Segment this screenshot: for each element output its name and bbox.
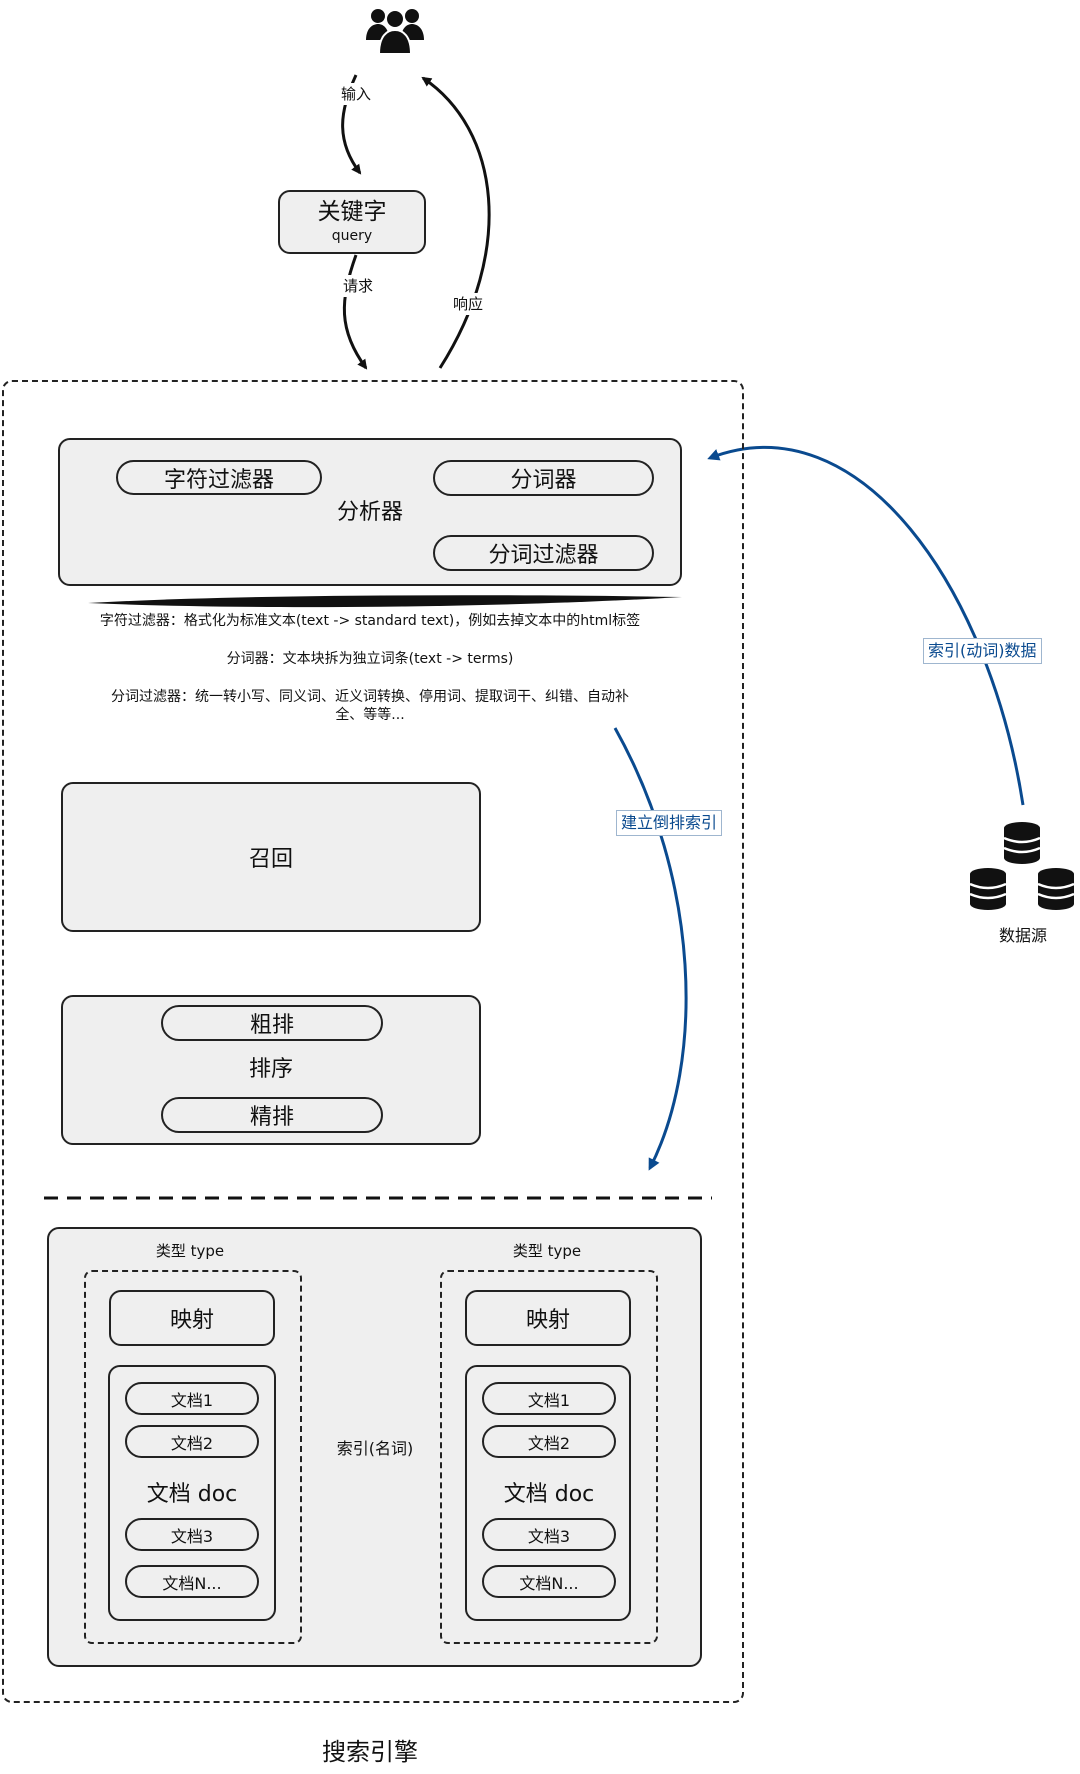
mapping-box: 映射 <box>109 1290 275 1346</box>
request-label: 请求 <box>340 275 377 297</box>
request-arrow <box>342 254 368 370</box>
database-icon <box>969 822 1076 914</box>
recall-box: 召回 <box>61 782 481 932</box>
doc-title: 文档 doc <box>146 1482 238 1507</box>
search-engine-container <box>2 380 744 1703</box>
tokenizer-label: 分词器 <box>510 468 577 493</box>
doc-item: 文档2 <box>482 1425 616 1458</box>
desc-token-filter-2: 全、等等... <box>335 707 405 723</box>
doc-item: 文档N... <box>482 1565 616 1598</box>
build-index-label: 建立倒排索引 <box>616 810 723 836</box>
mapping-label: 映射 <box>169 1308 214 1333</box>
index-label: 索引(名词) <box>336 1439 414 1458</box>
desc-tokenizer: 分词器：文本块拆为独立词条(text -> terms) <box>226 651 514 667</box>
recall-title: 召回 <box>248 847 293 872</box>
build-index-arrow <box>613 727 688 1171</box>
keyword-sub: query <box>331 228 373 244</box>
datasource-label: 数据源 <box>998 926 1047 945</box>
response-arrow <box>421 76 491 369</box>
analyzer-brace <box>88 595 682 608</box>
engine-title: 搜索引擎 <box>322 1738 418 1766</box>
coarse-rank-label: 粗排 <box>249 1013 294 1038</box>
doc-title: 文档 doc <box>503 1482 595 1507</box>
users-icon <box>365 2 425 57</box>
doc-item: 文档3 <box>125 1518 259 1551</box>
index-data-label: 索引(动词)数据 <box>923 638 1042 664</box>
doc-item: 文档3 <box>482 1518 616 1551</box>
type-container <box>440 1270 658 1644</box>
desc-token-filter-1: 分词过滤器：统一转小写、同义词、近义词转换、停用词、提取词干、纠错、自动补 <box>111 689 629 705</box>
desc-char-filter: 字符过滤器：格式化为标准文本(text -> standard text)，例如… <box>99 613 641 629</box>
keyword-title: 关键字 <box>317 199 387 225</box>
fine-rank-label: 精排 <box>249 1105 294 1130</box>
analyzer-title: 分析器 <box>336 500 403 525</box>
char-filter-label: 字符过滤器 <box>163 467 274 493</box>
doc-item: 文档2 <box>125 1425 259 1458</box>
input-label: 输入 <box>338 83 375 105</box>
response-label: 响应 <box>450 293 487 315</box>
mapping-label: 映射 <box>525 1308 570 1333</box>
doc-item: 文档1 <box>125 1382 259 1415</box>
char-filter-pill: 字符过滤器 <box>116 460 322 495</box>
ranking-title: 排序 <box>248 1057 293 1082</box>
tokenizer-pill: 分词器 <box>433 460 654 496</box>
fine-rank-pill: 精排 <box>161 1097 383 1133</box>
token-filter-pill: 分词过滤器 <box>433 535 654 571</box>
doc-item: 文档N... <box>125 1565 259 1598</box>
type-label: 类型 type <box>155 1242 225 1260</box>
mapping-box: 映射 <box>465 1290 631 1346</box>
token-filter-label: 分词过滤器 <box>488 543 599 568</box>
type-container <box>84 1270 302 1644</box>
type-label: 类型 type <box>512 1242 582 1260</box>
keyword-query-box: 关键字 query <box>278 190 426 254</box>
doc-item: 文档1 <box>482 1382 616 1415</box>
coarse-rank-pill: 粗排 <box>161 1005 383 1041</box>
index-data-arrow <box>707 445 1025 806</box>
